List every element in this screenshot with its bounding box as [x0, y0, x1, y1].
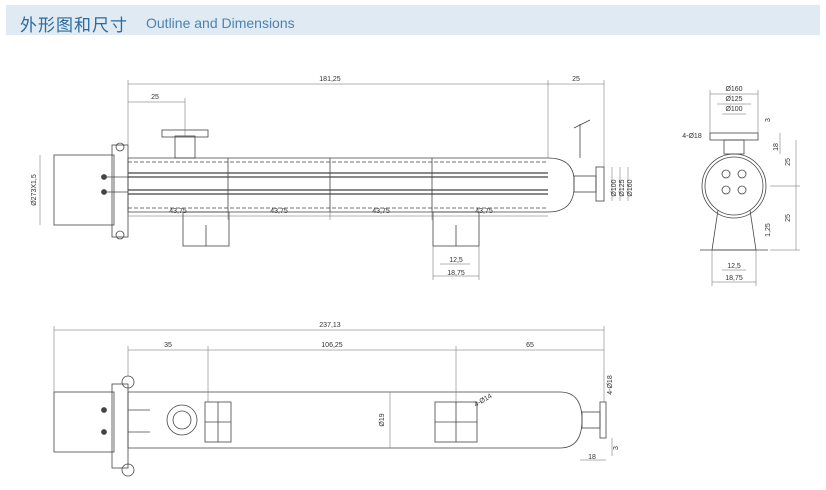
- head-flange: [111, 144, 129, 238]
- dim-outlet-d100: Ø100: [611, 179, 618, 196]
- dim-end-d100: Ø100: [725, 106, 742, 113]
- end-view: [700, 90, 800, 286]
- section-title-chinese: 外形图和尺寸: [20, 16, 128, 36]
- dim-element-spacing-3: 43,75: [372, 208, 390, 215]
- dim-end-offset: 25: [572, 76, 580, 83]
- bottom-view: [53, 326, 613, 477]
- dim-overall-length: 181,25: [319, 76, 341, 83]
- bottom-terminal-box: [53, 391, 115, 453]
- dim-saddle-outer: 18,75: [447, 270, 465, 277]
- terminal-box: [53, 154, 115, 226]
- bottom-shell: [127, 391, 583, 449]
- top-view: [39, 80, 629, 280]
- dim-end-bolt-holes: 4-Ø18: [682, 133, 702, 140]
- dim-outlet-d160: Ø160: [627, 179, 634, 196]
- dim-end-d160: Ø160: [725, 86, 742, 93]
- dim-bottom-section-c: 65: [526, 342, 534, 349]
- inlet-flange: [166, 404, 198, 436]
- dim-end-flange-height: 18: [773, 143, 780, 151]
- dim-bottom-overall-length: 237,13: [319, 322, 341, 329]
- dim-element-spacing-2: 43,75: [270, 208, 288, 215]
- end-shell: [701, 153, 767, 219]
- dim-end-upper-height: 25: [785, 158, 792, 166]
- dim-pipe-diameter: Ø273X1,5: [31, 174, 38, 206]
- dim-bottom-saddle-holes: 4-Ø14: [473, 393, 493, 409]
- dim-end-lower-height: 25: [785, 214, 792, 222]
- main-shell: [127, 157, 575, 213]
- section-header: 外形图和尺寸 Outline and Dimensions: [6, 5, 820, 36]
- dim-end-flange-thickness: 3: [765, 118, 772, 122]
- dim-end-d125: Ø125: [725, 96, 742, 103]
- dim-end-saddle-thickness: 1,25: [765, 223, 772, 237]
- dim-bottom-end-flange: 18: [588, 454, 596, 461]
- dim-bottom-section-a: 35: [164, 342, 172, 349]
- dim-saddle-inner: 12,5: [449, 257, 463, 264]
- dim-element-spacing-4: 43,75: [475, 208, 493, 215]
- dim-end-saddle-inner: 12,5: [727, 263, 741, 270]
- dim-bottom-end-thickness: 3: [613, 446, 620, 450]
- dim-end-saddle-outer: 18,75: [725, 275, 743, 282]
- dim-bottom-section-b: 106,25: [321, 342, 343, 349]
- section-title-english: Outline and Dimensions: [146, 15, 295, 31]
- dim-flange-offset: 25: [151, 94, 159, 101]
- dim-bottom-pipe-diameter: Ø19: [379, 413, 386, 426]
- dim-outlet-d125: Ø125: [619, 179, 626, 196]
- dim-element-spacing-1: 43,75: [169, 208, 187, 215]
- dim-bottom-end-bolt-holes: 4-Ø18: [607, 375, 614, 395]
